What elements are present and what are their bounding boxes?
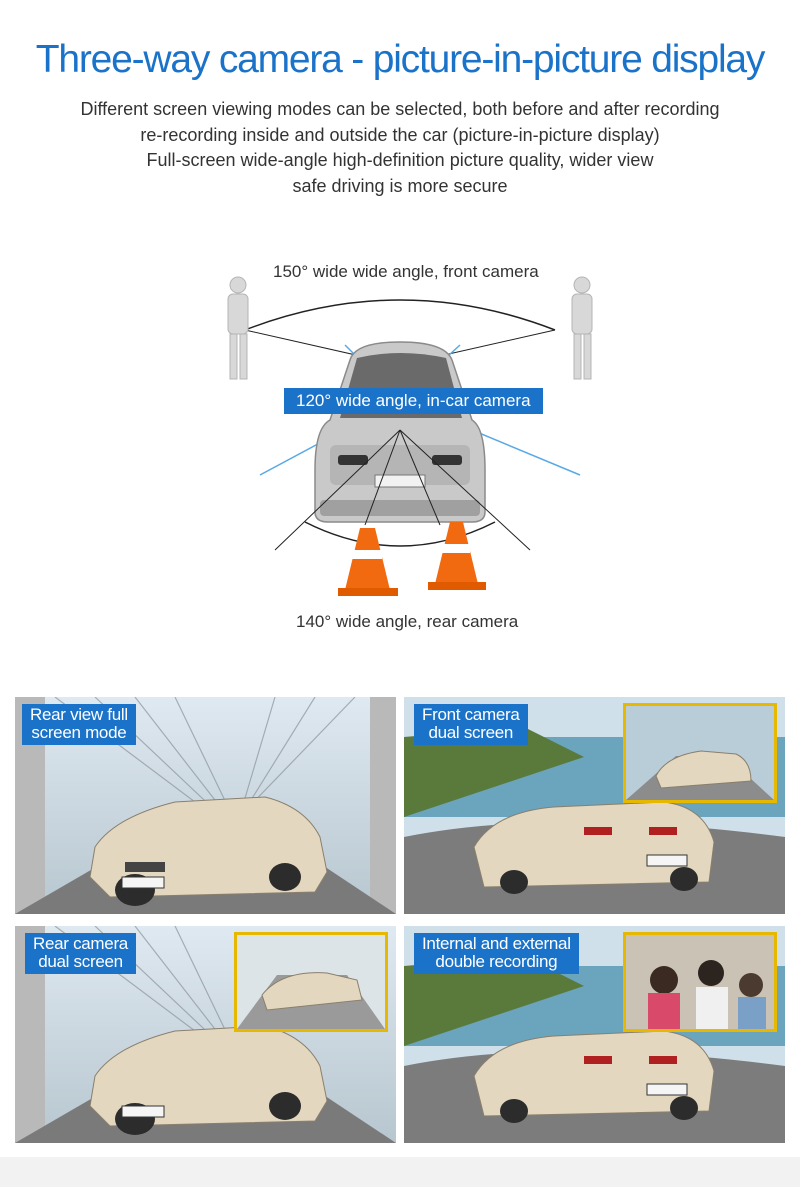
pip-window: [623, 703, 777, 803]
description-line: re-recording inside and outside the car …: [140, 124, 660, 145]
rear-camera-dual-screen-panel: Rear camera dual screen: [15, 926, 396, 1143]
car-icon: [89, 1025, 328, 1135]
incar-camera-label: 120° wide angle, in-car camera: [284, 388, 543, 414]
car-icon: [89, 796, 328, 906]
description-line: Different screen viewing modes can be se…: [80, 99, 720, 119]
coast-road-photo: [404, 926, 785, 1143]
mode-tag-line: Internal and external: [422, 934, 571, 953]
car-diagram-illustration: [227, 276, 593, 596]
pip-photo: [626, 935, 774, 1029]
traffic-cone-icon: [338, 528, 398, 596]
traffic-cone-icon: [428, 522, 486, 590]
person-right-icon: [571, 276, 593, 380]
mode-tag: Front camera dual screen: [414, 704, 528, 745]
rear-camera-label: 140° wide angle, rear camera: [296, 612, 519, 631]
mode-tag-line: Front camera: [422, 705, 520, 724]
mode-tag-line: screen mode: [31, 723, 127, 742]
mode-tag: Rear view full screen mode: [22, 704, 136, 745]
car-icon: [473, 1030, 715, 1123]
car-icon: [473, 801, 715, 894]
mode-tag-line: Rear view full: [30, 705, 128, 724]
mode-tag: Rear camera dual screen: [25, 933, 136, 974]
pip-photo: [237, 935, 385, 1029]
camera-angle-diagram: 150° wide wide angle, front camera 120° …: [150, 250, 650, 650]
description-line: Full-screen wide-angle high-definition p…: [146, 150, 654, 170]
internal-external-recording-panel: Internal and external double recording: [404, 926, 785, 1143]
front-camera-dual-screen-panel: Front camera dual screen: [404, 697, 785, 914]
mode-tag-line: Rear camera: [33, 934, 128, 953]
pip-window: [234, 932, 388, 1032]
mode-tag-line: double recording: [435, 952, 558, 971]
rear-view-full-screen-panel: Rear view full screen mode: [15, 697, 396, 914]
person-left-icon: [227, 276, 249, 380]
mode-tag-line: dual screen: [38, 952, 123, 971]
description-line: safe driving is more secure: [292, 175, 508, 196]
bottom-divider: [0, 1157, 800, 1187]
pip-photo: [626, 706, 774, 800]
mode-tag-line: dual screen: [428, 723, 514, 742]
front-camera-label: 150° wide wide angle, front camera: [273, 262, 539, 281]
car-icon: [314, 341, 486, 523]
description: Different screen viewing modes can be se…: [0, 97, 800, 199]
mode-tag: Internal and external double recording: [414, 933, 579, 974]
page-title: Three-way camera - picture-in-picture di…: [35, 38, 766, 81]
pip-window: [623, 932, 777, 1032]
